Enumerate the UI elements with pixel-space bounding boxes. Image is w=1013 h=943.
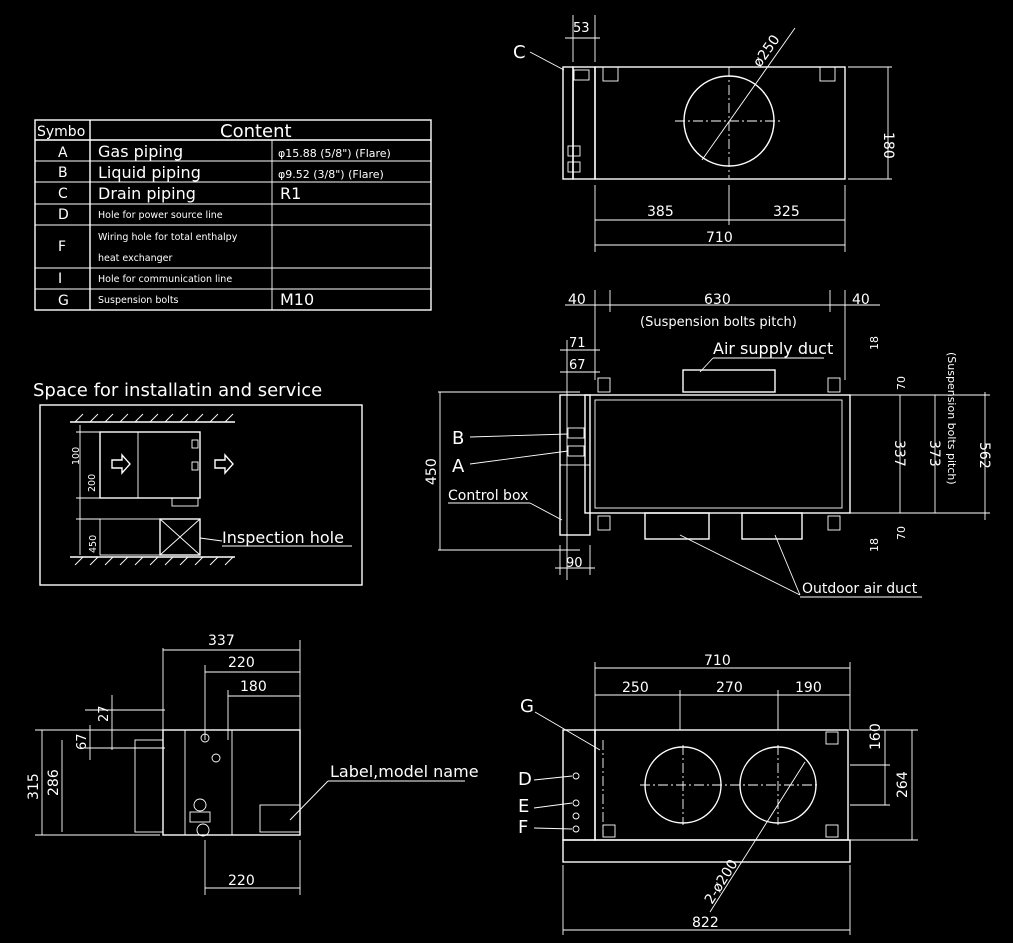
side-dim-67: 67	[75, 733, 90, 750]
installation-space-diagram: Space for installatin and service 100 20…	[33, 380, 363, 586]
side-dim-315: 315	[26, 773, 42, 800]
plan-dim-40b: 40	[852, 292, 870, 308]
space-dim-100: 100	[71, 447, 82, 465]
inspection-hole-label: Inspection hole	[222, 528, 344, 547]
plan-dim-71: 71	[569, 336, 586, 351]
front-dim-710: 710	[704, 653, 731, 669]
label-e: E	[518, 796, 529, 817]
row-d-name: Hole for power source line	[98, 210, 223, 221]
plan-dim-18b: 18	[868, 538, 881, 552]
front-dim-270: 270	[716, 680, 743, 696]
label-b: B	[452, 428, 464, 449]
top-dim-53: 53	[573, 21, 590, 36]
plan-dim-70a: 70	[895, 376, 908, 390]
top-dim-385: 385	[647, 204, 674, 220]
air-supply-label: Air supply duct	[713, 339, 833, 358]
row-g-symbol: G	[58, 293, 69, 309]
table-header-content: Content	[220, 121, 292, 142]
front-dim-250: 250	[622, 680, 649, 696]
front-dim-160: 160	[868, 723, 884, 750]
top-view: ø250 C 53 180 385 325 710	[513, 15, 896, 252]
space-dim-450: 450	[88, 535, 99, 553]
side-dim-220b: 220	[228, 873, 255, 889]
plan-dim-450: 450	[424, 458, 440, 485]
label-model-name: Label,model name	[330, 762, 479, 781]
label-a: A	[452, 456, 465, 477]
front-dim-200: 2-ø200	[702, 857, 742, 907]
side-dim-286: 286	[46, 769, 62, 796]
table-header-symbol: Symbo	[37, 124, 85, 140]
front-dim-822: 822	[692, 915, 719, 931]
plan-dim-337: 337	[891, 440, 907, 467]
row-f-symbol: F	[58, 239, 66, 255]
plan-dim-90: 90	[566, 556, 583, 571]
plan-dim-630: 630	[704, 292, 731, 308]
plan-view: 40 630 40 (Suspension bolts pitch) 71 67…	[424, 290, 992, 598]
plan-dim-40a: 40	[568, 292, 586, 308]
plan-dim-67: 67	[569, 358, 586, 373]
label-f: F	[518, 817, 528, 838]
row-a-symbol: A	[58, 145, 68, 161]
row-i-name: Hole for communication line	[98, 274, 232, 285]
row-b-symbol: B	[58, 165, 68, 181]
row-b-name: Liquid piping	[98, 163, 201, 182]
row-a-name: Gas piping	[98, 142, 183, 161]
front-view: 710 250 270 190 2-ø200 G D E F	[518, 653, 918, 935]
plan-dim-18a: 18	[868, 336, 881, 350]
row-f-name: Wiring hole for total enthalpy	[98, 232, 238, 243]
plan-dim-373: 373	[926, 440, 942, 467]
plan-dim-70b: 70	[895, 526, 908, 540]
plan-pitch-label: (Suspension bolts pitch)	[640, 315, 797, 330]
plan-pitch-vertical: (Suspension bolts pitch)	[945, 352, 958, 485]
row-c-name: Drain piping	[98, 184, 196, 203]
row-g-name: Suspension bolts	[98, 295, 179, 306]
space-title: Space for installatin and service	[33, 380, 322, 401]
symbol-table: Symbo Content A Gas piping φ15.88 (5/8")…	[34, 119, 432, 311]
top-dim-325: 325	[773, 204, 800, 220]
plan-dim-562: 562	[976, 442, 992, 469]
side-view: 337 220 180 27 67 315 286 Label,model na…	[26, 633, 479, 895]
side-dim-220a: 220	[228, 655, 255, 671]
label-c: C	[513, 42, 526, 63]
row-b-spec: φ9.52 (3/8") (Flare)	[278, 168, 384, 181]
side-dim-337: 337	[208, 633, 235, 649]
row-c-spec: R1	[280, 184, 301, 203]
row-g-spec: M10	[280, 290, 314, 309]
outdoor-air-label: Outdoor air duct	[802, 581, 918, 597]
control-box-label: Control box	[448, 488, 528, 504]
row-a-spec: φ15.88 (5/8") (Flare)	[278, 147, 391, 160]
side-dim-180: 180	[240, 679, 267, 695]
top-dim-180: 180	[880, 132, 896, 159]
row-c-symbol: C	[58, 186, 68, 202]
front-dim-190: 190	[795, 680, 822, 696]
side-dim-27: 27	[97, 705, 112, 722]
space-dim-200: 200	[87, 474, 98, 492]
row-f-name2: heat exchanger	[98, 253, 173, 264]
top-dim-710: 710	[706, 230, 733, 246]
label-g: G	[520, 696, 534, 717]
row-d-symbol: D	[58, 207, 69, 223]
row-i-symbol: I	[58, 271, 62, 287]
front-dim-264: 264	[895, 771, 911, 798]
label-d: D	[518, 769, 532, 790]
